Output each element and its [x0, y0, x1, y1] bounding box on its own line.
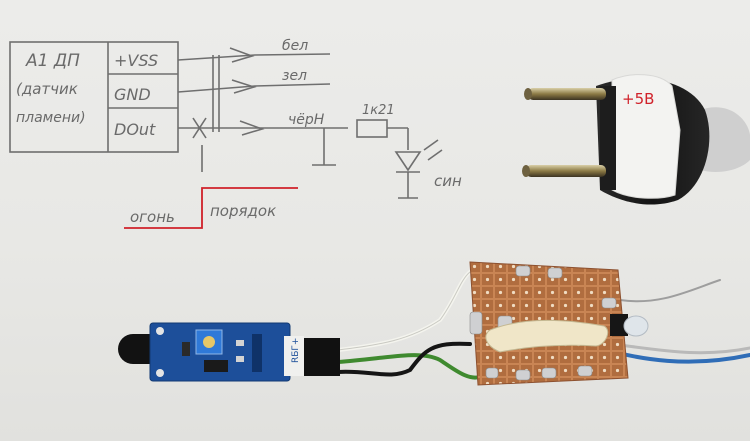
sketch-module-subtitle-1: (датчик: [16, 80, 78, 98]
sketch-led: [394, 151, 422, 172]
sketch-state-ok: порядок: [210, 202, 276, 220]
header-label-tape: [284, 336, 304, 376]
sketch-wire-gnd: [177, 83, 331, 93]
plug-voltage-label: +5В: [622, 90, 654, 108]
comparator-chip: [204, 360, 228, 372]
sketch-module-title: А1 ДП: [25, 51, 80, 71]
sketch-state-fire: огонь: [130, 208, 175, 226]
prototype-board: [469, 261, 649, 386]
sketch-module-subtitle-2: пламени): [16, 110, 86, 126]
black-wire: [336, 341, 472, 377]
sketch-module-box: [9, 41, 179, 153]
potentiometer: [195, 329, 223, 355]
sketch-wire-label-black: чёрН: [288, 112, 325, 128]
board-header: [610, 314, 628, 336]
sketch-pin-dout: DOut: [114, 120, 156, 139]
pin-connector: [304, 338, 340, 376]
white-wire: [336, 270, 472, 352]
sketch-wire-label-green: зел: [282, 68, 307, 84]
header-label: RБГ+: [291, 338, 301, 363]
power-plug: [522, 74, 750, 205]
plug-pin-top: [528, 88, 606, 100]
plug-tape: [611, 74, 681, 199]
sketch-pin-vss: +VSS: [114, 51, 158, 70]
resistor-sleeve: [485, 319, 609, 353]
wires: [336, 270, 750, 380]
green-wire: [336, 353, 484, 380]
sketch-red-trace: [124, 187, 298, 229]
sketch-led-label: син: [434, 172, 462, 190]
sketch-pin-gnd: GND: [114, 85, 151, 104]
sketch-resistor: [356, 119, 388, 138]
plug-pin-bottom: [526, 165, 606, 177]
blue-led: [623, 315, 649, 337]
sketch-diagram: [9, 41, 443, 229]
sketch-wire-vss: [177, 53, 331, 61]
sketch-wire-label-white: бел: [282, 38, 308, 54]
flame-sensor-module: [118, 322, 340, 382]
sketch-resistor-label: 1к21: [362, 103, 395, 118]
